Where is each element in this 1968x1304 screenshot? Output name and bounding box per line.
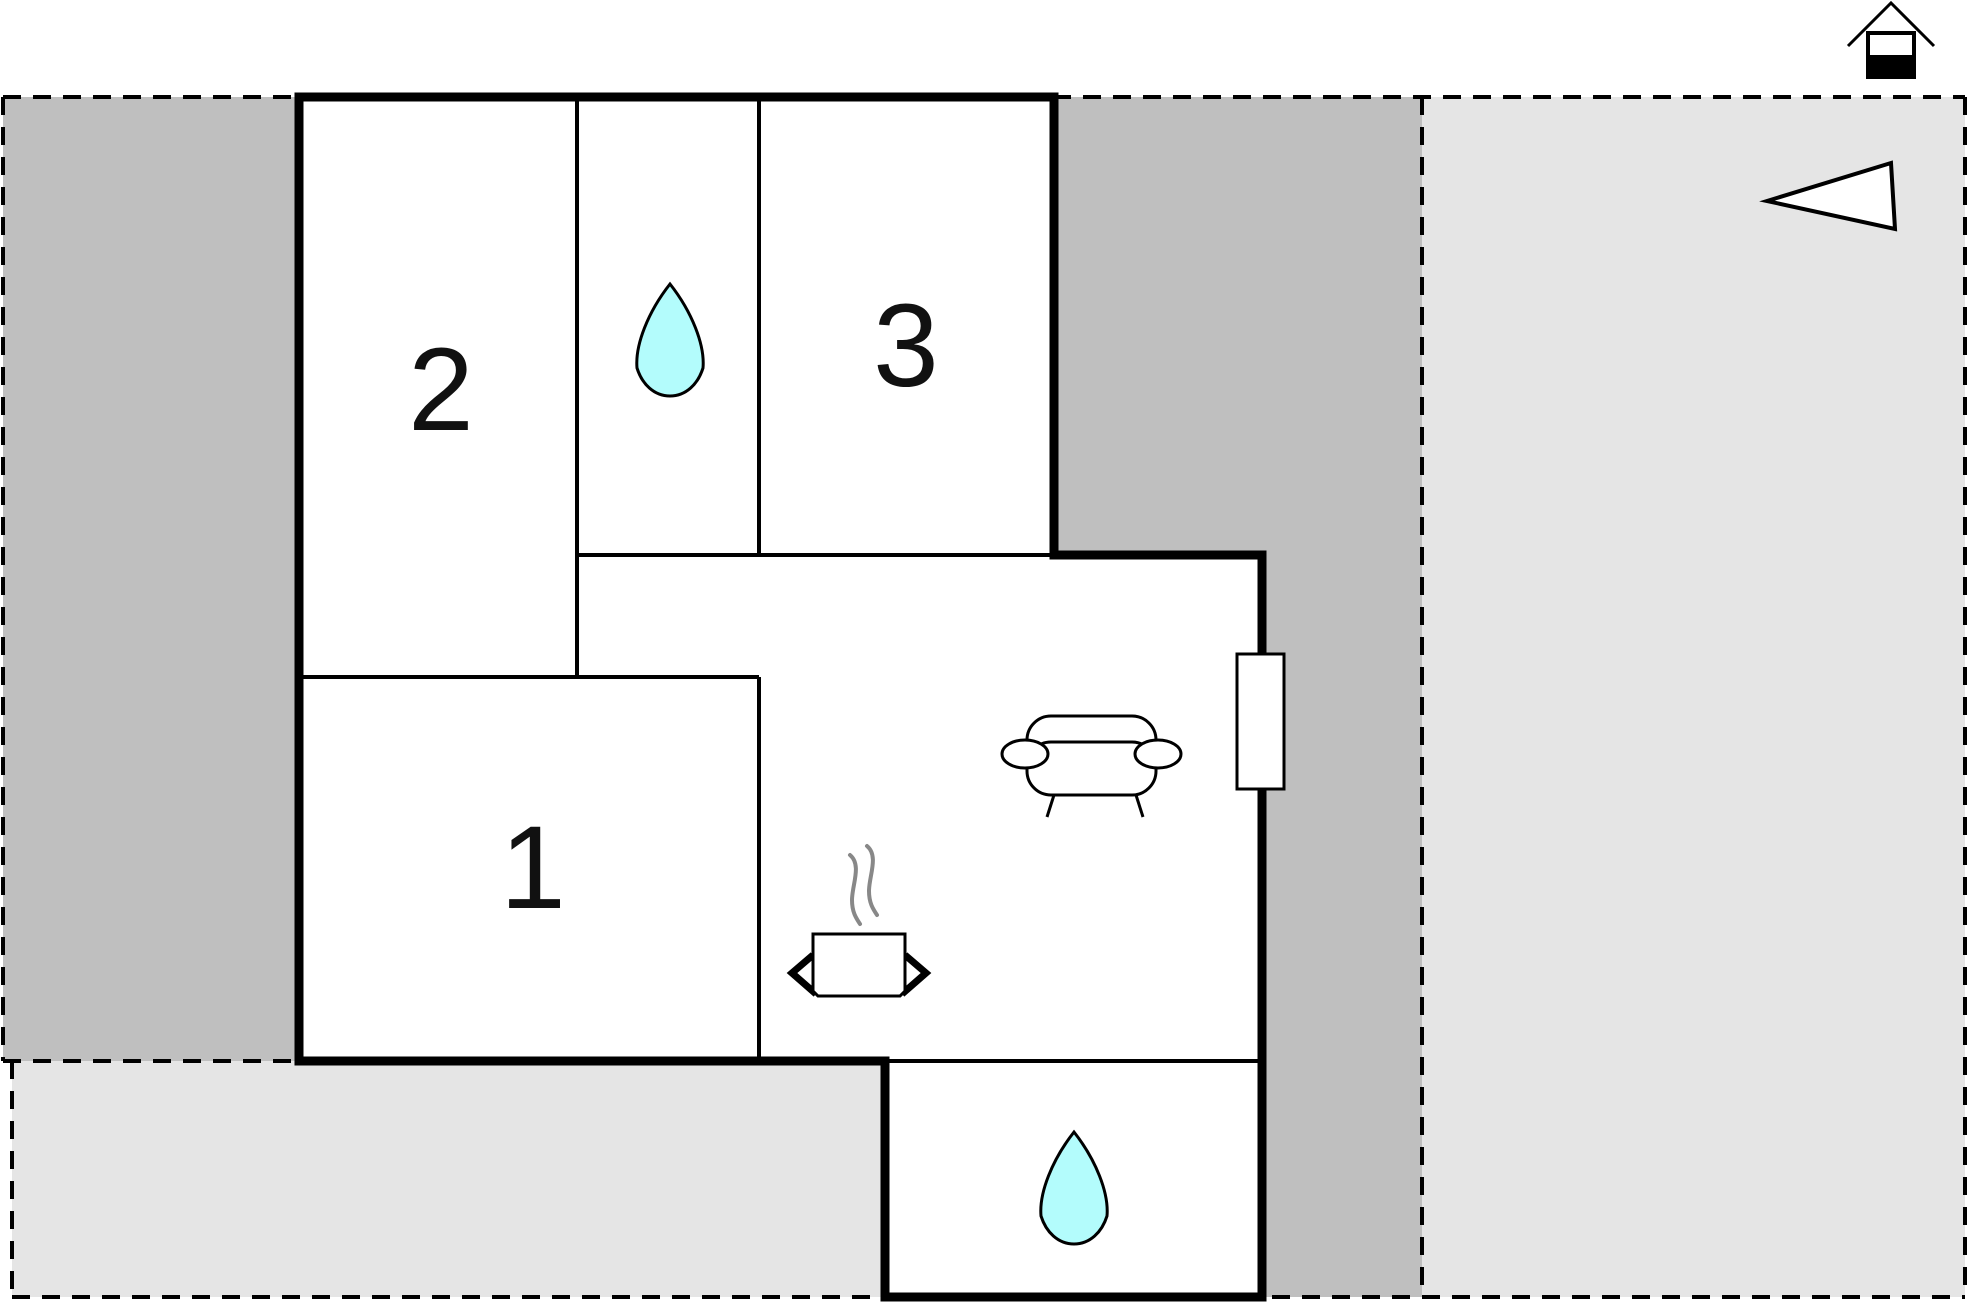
cooking-pot-icon [786,844,932,998]
terrace-area-left [3,97,299,1061]
room-number-2: 2 [408,324,474,456]
house-icon [1846,0,1936,79]
room-number-3: 3 [873,280,939,412]
north-arrow-icon [1759,160,1898,232]
water-drop-icon [635,281,705,398]
garden-area-right [1422,97,1965,1297]
house-footprint [294,92,1267,1302]
window-icon [1235,652,1286,791]
water-drop-icon [1039,1129,1109,1246]
room-number-1: 1 [500,802,566,934]
interior-walls [299,97,1262,1063]
sofa-icon [1000,714,1183,818]
